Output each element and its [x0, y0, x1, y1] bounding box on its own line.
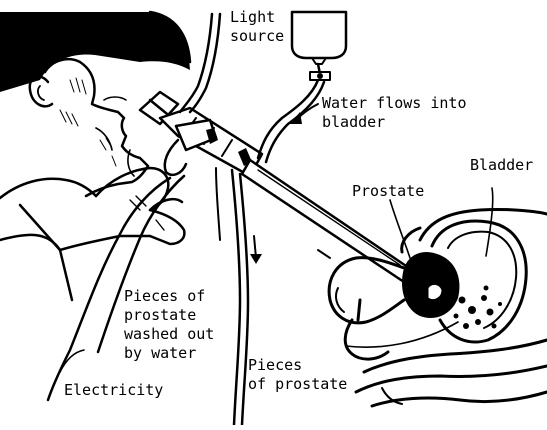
label-water-line1: Water flows into [322, 94, 467, 112]
pubic-bone [402, 228, 420, 252]
surgeon-hand [96, 168, 184, 244]
label-washed-line3: washed out [124, 325, 214, 343]
label-electricity: Electricity [64, 381, 163, 399]
label-prostate: Prostate [352, 182, 424, 200]
label-bladder: Bladder [470, 156, 533, 174]
water-tube [258, 80, 318, 158]
pieces-pointer [346, 322, 458, 347]
label-washed-line2: prostate [124, 306, 196, 324]
label-pieces-line2: of prostate [248, 375, 347, 393]
label-washed-line4: by water [124, 344, 196, 362]
label-light-source-line2: source [230, 27, 284, 45]
prostate-pointer [390, 200, 410, 258]
surgeon-figure [0, 12, 190, 300]
label-water-line2: bladder [322, 113, 385, 131]
lower-body [345, 320, 388, 359]
label-light-source-line1: Light [230, 8, 275, 26]
label-pieces-line1: Pieces [248, 356, 302, 374]
surgeon-cap [0, 12, 190, 92]
patient-anatomy [318, 188, 547, 406]
bag-body [292, 12, 346, 58]
scope-sheath [242, 160, 412, 282]
drain-tube [232, 170, 240, 425]
label-washed-line1: Pieces of [124, 287, 205, 305]
surgeon-gown [0, 179, 96, 198]
